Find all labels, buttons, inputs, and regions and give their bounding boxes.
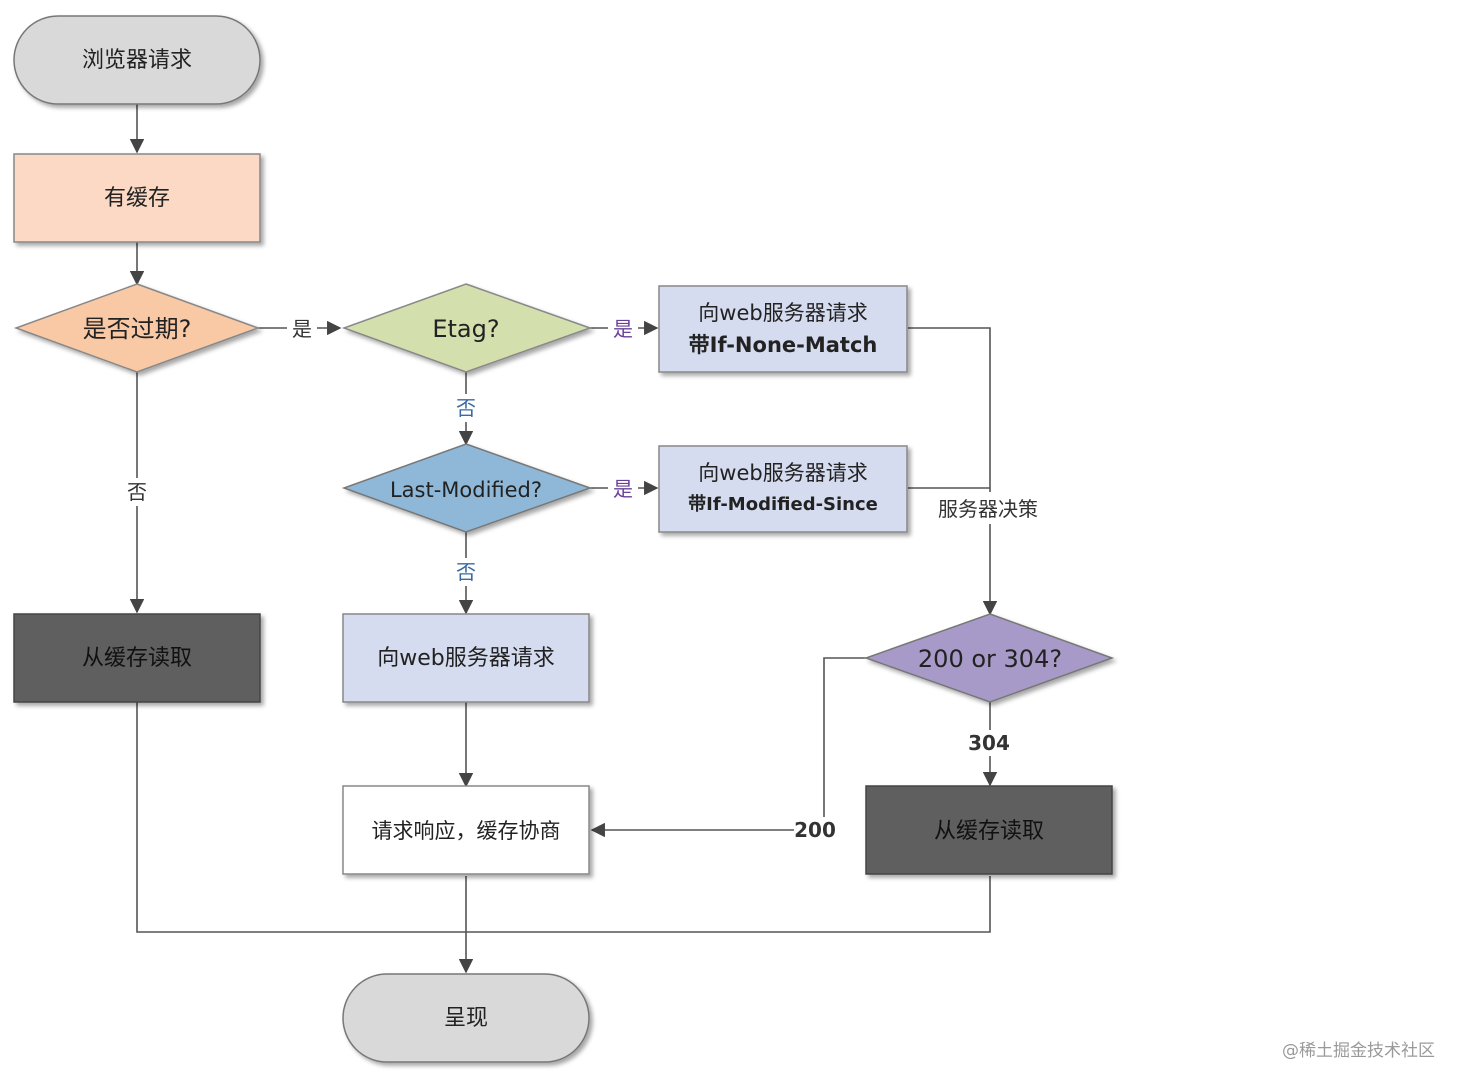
label-server-decision: 服务器决策 (938, 497, 1038, 521)
label-200: 200 (794, 818, 836, 842)
label-304: 304 (968, 731, 1010, 755)
node-expired-decision: 是否过期? (13, 283, 261, 373)
has-cache-label: 有缓存 (104, 186, 170, 211)
negotiate-label: 请求响应，缓存协商 (372, 819, 561, 843)
label-expired-yes: 是 (292, 317, 312, 341)
label-lm-no: 否 (456, 560, 476, 584)
node-status-decision: 200 or 304? (863, 613, 1115, 703)
status-decision-label: 200 or 304? (918, 645, 1062, 673)
node-request-plain: 向web服务器请求 (342, 613, 590, 703)
watermark: @稀土掘金技术社区 (1282, 1041, 1435, 1061)
node-read-cache-left: 从缓存读取 (13, 613, 261, 703)
edges (129, 104, 998, 974)
edge-merge-bottom (136, 702, 991, 933)
etag-label: Etag? (432, 315, 499, 343)
node-last-modified-decision: Last-Modified? (341, 443, 593, 533)
edge-inm-to-decision (908, 327, 998, 616)
node-has-cache: 有缓存 (13, 153, 261, 243)
node-request-if-modified-since: 向web服务器请求 带If-Modified-Since (658, 445, 908, 533)
last-modified-label: Last-Modified? (390, 478, 542, 502)
read-cache-right-label: 从缓存读取 (934, 819, 1044, 844)
node-etag-decision: Etag? (341, 283, 593, 373)
read-cache-left-label: 从缓存读取 (82, 646, 192, 671)
ims-line1: 向web服务器请求 (698, 461, 867, 485)
node-negotiate: 请求响应，缓存协商 (342, 785, 590, 875)
node-render: 呈现 (342, 973, 590, 1063)
start-label: 浏览器请求 (82, 48, 192, 73)
node-start: 浏览器请求 (13, 15, 261, 105)
label-etag-yes: 是 (613, 317, 633, 341)
expired-label: 是否过期? (83, 315, 192, 343)
node-read-cache-right: 从缓存读取 (865, 785, 1113, 875)
ims-line2: 带If-Modified-Since (688, 494, 878, 515)
edge-labels: 是 否 是 否 是 否 服务器决策 304 200 (123, 313, 1050, 843)
inm-line2: 带If-None-Match (689, 333, 878, 357)
request-plain-label: 向web服务器请求 (377, 646, 555, 671)
edge-200 (590, 657, 866, 838)
label-etag-no: 否 (456, 396, 476, 420)
node-request-if-none-match: 向web服务器请求 带If-None-Match (658, 285, 908, 373)
inm-line1: 向web服务器请求 (698, 301, 867, 325)
render-label: 呈现 (444, 1006, 488, 1031)
label-expired-no: 否 (127, 480, 147, 504)
label-lm-yes: 是 (613, 477, 633, 501)
